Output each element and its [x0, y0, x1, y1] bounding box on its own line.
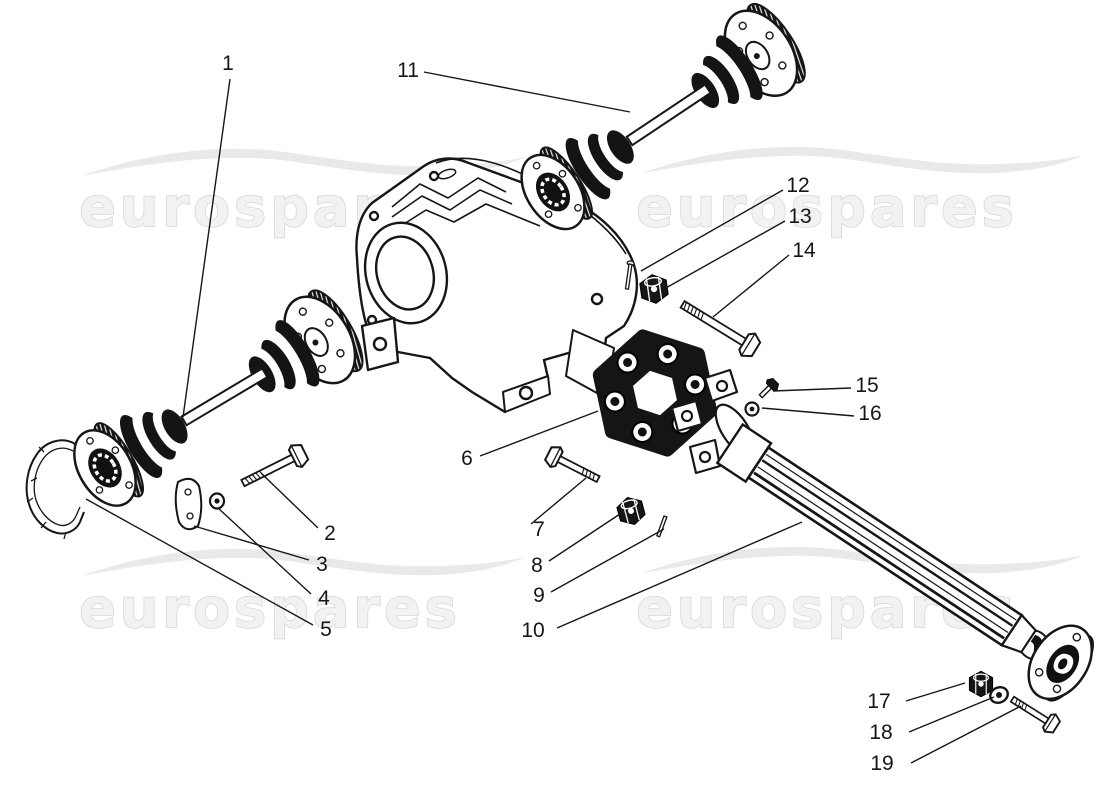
callout-number-2: 2 — [324, 522, 336, 545]
leader-line-13 — [663, 220, 786, 290]
callout-number-17: 17 — [867, 690, 890, 713]
leader-line-5 — [85, 498, 314, 626]
lock-washer — [208, 492, 226, 510]
retaining-plate — [174, 477, 203, 531]
bolt-7 — [542, 442, 605, 490]
leader-line-19 — [910, 705, 1022, 764]
callout-number-4: 4 — [318, 587, 330, 610]
washer-18 — [989, 686, 1009, 704]
callout-number-12: 12 — [786, 174, 809, 197]
callout-number-7: 7 — [533, 518, 545, 541]
watermark-swoosh — [640, 146, 1083, 174]
propeller-shaft — [715, 422, 1094, 702]
watermark-text: eurospares — [79, 577, 460, 640]
left-drive-shaft — [56, 280, 375, 524]
callout-number-5: 5 — [320, 618, 332, 641]
callout-number-11: 11 — [397, 59, 419, 82]
leader-line-10 — [556, 521, 803, 629]
leader-line-16 — [761, 407, 855, 417]
watermark-swoosh — [82, 548, 525, 576]
callout-number-18: 18 — [869, 721, 892, 744]
leader-line-1 — [182, 78, 231, 418]
leader-line-3 — [193, 525, 310, 561]
callout-number-13: 13 — [788, 205, 811, 228]
leader-line-18 — [908, 696, 995, 733]
callout-number-15: 15 — [855, 374, 878, 397]
callout-number-6: 6 — [461, 447, 473, 470]
leader-line-9 — [550, 528, 665, 593]
nut-17 — [968, 670, 994, 698]
leader-line-15 — [772, 387, 852, 392]
nut-8 — [614, 493, 648, 529]
callout-number-9: 9 — [533, 584, 545, 607]
leader-line-6 — [479, 410, 599, 457]
leader-line-12 — [640, 189, 784, 272]
split-pin-9 — [655, 515, 668, 538]
callout-number-16: 16 — [858, 402, 881, 425]
leader-line-14 — [712, 254, 790, 318]
circlip — [25, 439, 85, 540]
washer-16 — [744, 401, 760, 417]
leader-line-11 — [423, 71, 631, 113]
leader-line-7 — [530, 477, 587, 525]
companion-flange — [670, 368, 756, 475]
callout-number-10: 10 — [521, 619, 544, 642]
screw-15 — [758, 377, 780, 399]
callout-number-14: 14 — [792, 239, 816, 262]
split-pin-12 — [624, 260, 635, 290]
callout-number-19: 19 — [870, 752, 893, 775]
leader-line-4 — [217, 507, 312, 595]
callout-number-3: 3 — [316, 553, 328, 576]
callout-number-8: 8 — [531, 554, 543, 577]
callout-number-1: 1 — [222, 52, 234, 75]
leader-line-8 — [548, 511, 624, 562]
leader-line-17 — [905, 682, 966, 702]
watermark-text: eurospares — [636, 176, 1017, 239]
leader-line-2 — [260, 472, 319, 529]
